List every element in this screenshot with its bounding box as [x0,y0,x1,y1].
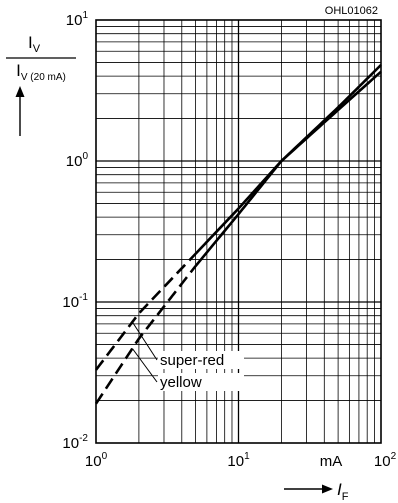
y-tick-label: 10-1 [62,292,88,311]
plot-frame [95,19,382,444]
svg-text:IV: IV [28,33,41,55]
curves [94,64,382,405]
x-axis-label: IF [284,480,349,503]
callouts: super-red yellow [131,321,244,391]
ylabel-denominator-sub: V (20 mA) [21,72,66,83]
y-axis-label: IV IV (20 mA) [6,33,76,136]
ylabel-arrow-icon [15,86,25,136]
grid [96,20,381,443]
x-unit-label: mA [320,453,343,470]
callout-bg-super-red [158,351,244,369]
x-tick-label: 100 [85,451,108,470]
series-super-red-dashed [94,252,197,371]
y-tick-label: 101 [66,10,89,29]
callout-bg-yellow [158,373,244,391]
callout-label-super-red: super-red [160,352,224,369]
x-tick-label: 102 [374,451,397,470]
callout-line-super-red [131,321,158,361]
x-tick-label: 101 [227,451,250,470]
series-yellow [194,64,382,267]
y-tick-label: 100 [66,151,89,170]
ylabel-numerator: I [28,33,33,52]
tick-labels: 100 101 102 101 100 10-1 10-2 [62,10,396,470]
ylabel-numerator-sub: V [33,43,41,55]
xlabel-symbol: I [337,480,342,499]
svg-text:IF: IF [337,480,349,503]
xlabel-arrow-icon [284,484,333,494]
xlabel-sub: F [342,491,349,503]
svg-text:IV (20 mA): IV (20 mA) [16,61,66,83]
callout-line-yellow [131,348,158,383]
figure-id: OHL01062 [325,5,378,17]
series-super-red [194,70,382,255]
ylabel-denominator: I [16,61,21,80]
y-tick-label: 10-2 [62,433,88,452]
callout-label-yellow: yellow [160,374,202,391]
